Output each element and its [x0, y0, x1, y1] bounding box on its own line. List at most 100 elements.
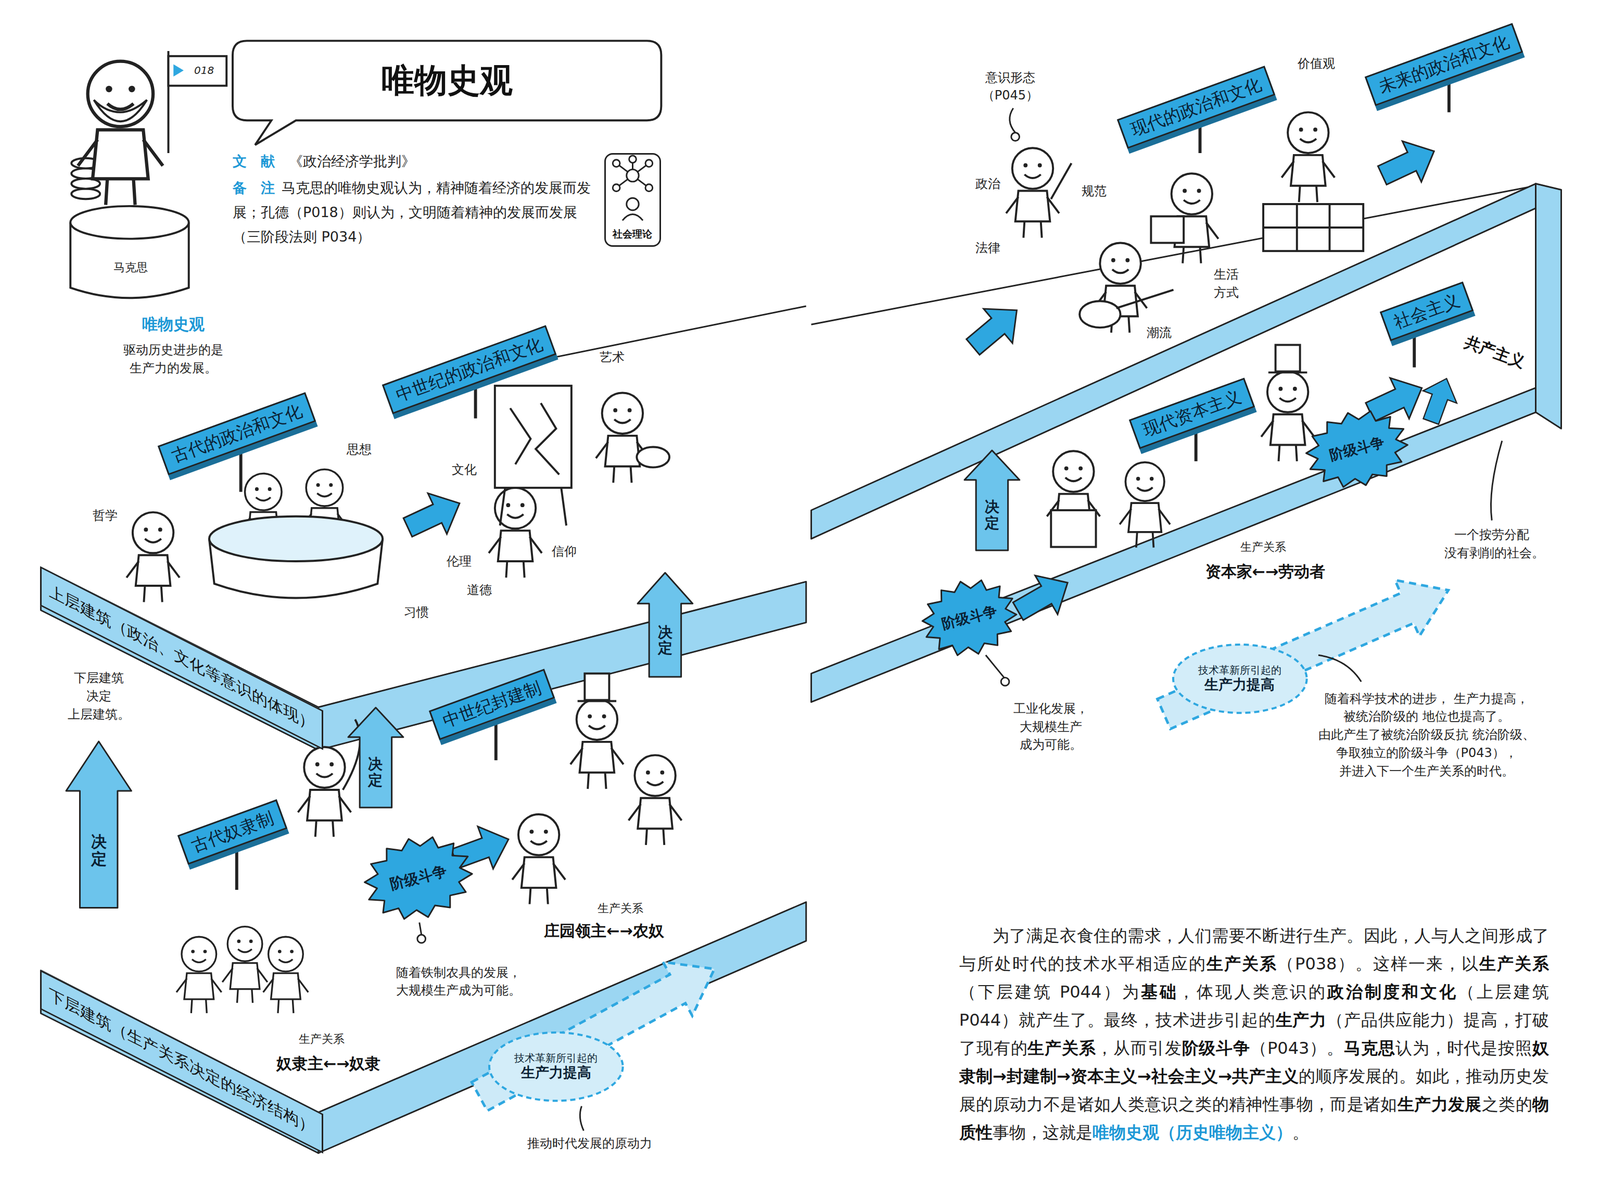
paragraph-text: 生产力	[1275, 1009, 1328, 1030]
marx-statue-part	[168, 56, 227, 86]
paragraph-text: 认为，时代是按照	[1395, 1037, 1533, 1058]
sign-posts-part	[494, 722, 498, 761]
theory-icon-part	[645, 159, 653, 168]
marx-beard-part	[93, 99, 147, 122]
upper-band: 上层建筑（政治、文化等意识的体现）	[40, 566, 324, 751]
paragraph-text: 唯物史观（历史唯物主义）	[1092, 1122, 1293, 1142]
paragraph-text: 备 注	[232, 179, 275, 196]
determine-arrow: 决定	[636, 571, 694, 678]
label-text: 政治	[975, 174, 1001, 193]
theory-icon-part	[612, 184, 620, 192]
props-part	[1050, 163, 1072, 200]
leader-lines-part	[419, 922, 422, 935]
lower-slab	[40, 387, 1536, 1153]
burst-outline	[915, 569, 1024, 665]
scene-figures-part	[297, 746, 351, 837]
era-sign: 中世纪封建制	[428, 668, 555, 740]
label-text: 思想	[346, 439, 372, 459]
text-stack: 现代的政治和文化	[1118, 67, 1273, 147]
scene-figures-part	[628, 754, 682, 845]
label-holder: 文 献	[232, 150, 275, 172]
text-stack: 技术革新所引起的生产力提高	[1198, 663, 1282, 693]
text-stack: 未来的政治和文化	[1366, 24, 1521, 104]
title-text: 唯物史观	[381, 58, 513, 104]
arrow-shape	[65, 740, 133, 909]
label-text: 生产关系	[597, 899, 644, 917]
text-stack: 社会主义	[1381, 283, 1471, 339]
label-text: 唯物史观	[142, 313, 205, 337]
paragraph-text: 基础	[1140, 981, 1179, 1002]
marx-statue	[70, 51, 227, 298]
scene-figures-part	[595, 392, 650, 483]
props-part	[1268, 371, 1307, 374]
era-arrow-part	[1372, 130, 1444, 196]
paragraph-text: 事物，这就是	[992, 1122, 1093, 1142]
era-arrow-part	[398, 482, 469, 548]
lower-slab-part	[318, 902, 807, 1153]
node-text: 技术革新所引起的	[1198, 663, 1282, 677]
paragraph: 备 注马克思的唯物史观认为，精神随着经济的发展而发展；孔德（P018）则认为，文…	[232, 175, 599, 249]
props-part	[1150, 216, 1184, 244]
label-holder: 下层建筑 决定 上层建筑。	[65, 668, 133, 723]
marx-beard	[93, 99, 147, 122]
label-holder: 工业化发展， 大规模生产 成为可能。	[1010, 699, 1091, 754]
arrow-outline	[964, 450, 1020, 551]
props-part	[1275, 344, 1301, 372]
label-text: 信仰	[551, 541, 577, 561]
sign-posts-part	[1194, 430, 1198, 462]
props-part	[494, 385, 572, 488]
text-stack: 中世纪封建制	[430, 670, 553, 738]
label-holder: 生产关系	[597, 899, 644, 917]
node-text: 下层建筑（生产关系决定的经济结构）	[48, 983, 315, 1139]
leader-lines-part	[1000, 677, 1010, 686]
leader-lines-part	[1490, 440, 1502, 521]
era-arrow-part	[1414, 372, 1464, 428]
label-holder: 价值观	[1297, 54, 1336, 73]
sign-posts	[236, 81, 1450, 890]
burst-outline	[1299, 400, 1416, 498]
era-arrow	[398, 130, 1464, 880]
text-stack: 社会理论	[612, 227, 653, 241]
scene-figures-part	[126, 512, 180, 602]
node-text: 生产力提高	[514, 1063, 598, 1081]
determine-arrow: 决定	[963, 449, 1021, 552]
scene-figures-part	[570, 699, 624, 789]
label-text: 庄园领主←→农奴	[543, 919, 664, 943]
label-holder: 奴隶主←→奴隶	[276, 1051, 381, 1075]
scene-figures-part	[1006, 147, 1060, 238]
label-text: 随着铁制农具的发展， 大规模生产成为可能。	[396, 963, 529, 1000]
label-holder: 思想	[346, 439, 372, 459]
text-stack: 决定	[367, 756, 383, 789]
scene-figures-part	[176, 936, 222, 1013]
text-stack: 古代奴隶制	[179, 801, 286, 862]
era-arrow-part	[1006, 563, 1079, 631]
node-text: 中世纪封建制	[439, 676, 544, 732]
upper-slab	[40, 183, 1561, 751]
theory-icon-part	[612, 159, 620, 168]
props	[209, 163, 1364, 790]
paragraph-text: （P043）。	[1250, 1037, 1344, 1058]
leader-lines-part	[1011, 132, 1020, 142]
era-arrow-part	[958, 293, 1032, 365]
paragraph-text: 生产关系	[1206, 953, 1278, 974]
label-holder: 习惯	[403, 603, 429, 622]
props-part	[1263, 204, 1364, 251]
label-holder: 一个按劳分配 没有剥削的社会。	[1444, 525, 1540, 563]
node-text: 中世纪的政治和文化	[392, 332, 546, 406]
text-stack: 现代资本主义	[1131, 379, 1253, 447]
props-part	[1263, 204, 1364, 251]
marx-statue-part	[173, 64, 184, 77]
label-holder: 道德	[466, 580, 492, 600]
determine-arrow: 决定	[65, 740, 133, 909]
art-part	[78, 61, 163, 206]
sign-posts-part	[239, 448, 243, 492]
text-stack: 中世纪的政治和文化	[384, 326, 555, 412]
props-part	[1116, 289, 1174, 309]
productivity-ellipse: 技术革新所引起的生产力提高	[487, 1030, 625, 1102]
theory-icon-part	[626, 169, 640, 182]
label-text: 马克思	[113, 259, 148, 276]
paragraph-text: ，从而引发	[1096, 1037, 1183, 1058]
label-text: 习惯	[403, 603, 429, 622]
